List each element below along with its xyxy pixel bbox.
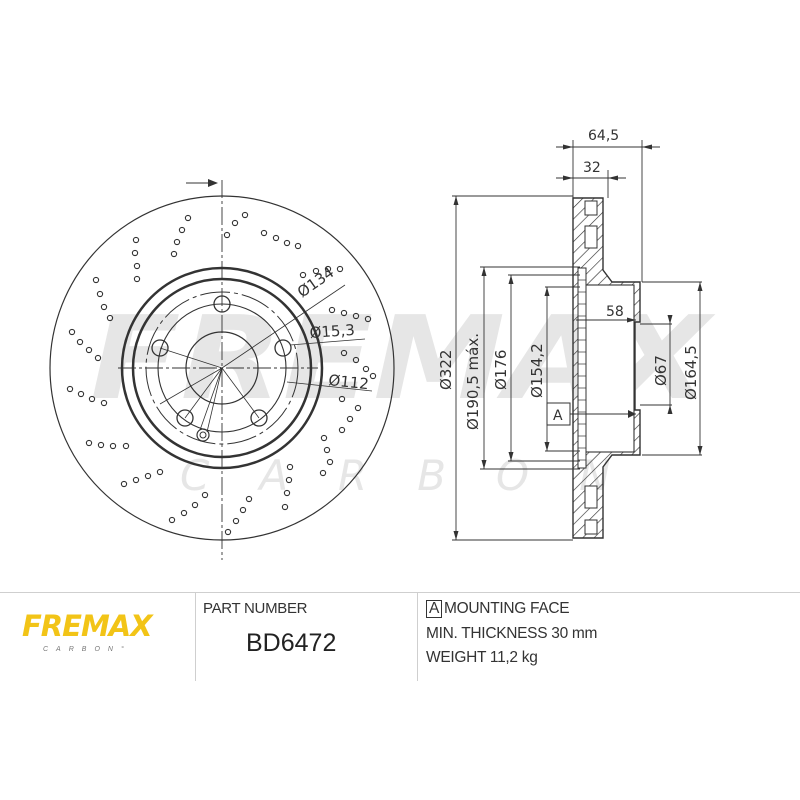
brand-logo: FREMAX (22, 609, 153, 643)
min-thickness: MIN. THICKNESS 30 mm (426, 625, 598, 642)
section-view (452, 140, 703, 541)
front-view (49, 179, 395, 560)
part-number-label: PART NUMBER (203, 600, 308, 617)
dim-d154: Ø154,2 (528, 343, 546, 398)
dim-bolt-hole: Ø15,3 (309, 321, 355, 342)
part-number-cell: PART NUMBER BD6472 (195, 593, 418, 681)
dim-bolt-circle: Ø112 (328, 371, 370, 393)
section-view-labels: 64,5 32 58 Ø322 Ø190,5 máx. Ø176 Ø154,2 … (437, 128, 700, 430)
mounting-face-marker: A (426, 600, 443, 618)
part-number-value: BD6472 (246, 629, 337, 657)
dim-d176: Ø176 (492, 350, 510, 390)
dim-center-bore: Ø67 (652, 355, 670, 386)
dim-hat-diameter: Ø164,5 (682, 345, 700, 400)
dim-hat-depth: 58 (606, 304, 624, 320)
mounting-marker: A (553, 408, 563, 424)
dim-max-inner: Ø190,5 máx. (464, 333, 482, 430)
brand-logo-sub: CARBON° (43, 646, 132, 653)
watermark-sub: CARBON (180, 451, 661, 500)
mounting-face-label: MOUNTING FACE (444, 600, 570, 617)
dim-disc-thickness: 32 (583, 160, 601, 176)
dim-overall-height: 64,5 (588, 128, 619, 144)
weight: WEIGHT 11,2 kg (426, 649, 538, 666)
logo-cell: FREMAX CARBON° (0, 593, 195, 681)
dim-outer-diameter: Ø322 (437, 350, 455, 390)
